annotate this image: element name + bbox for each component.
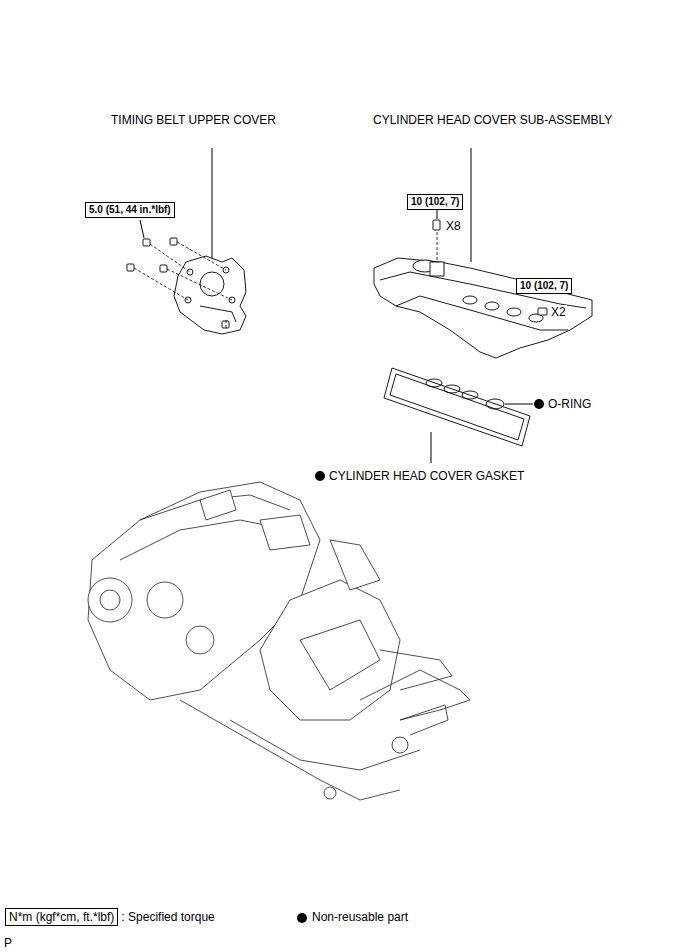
bracket (200, 490, 236, 520)
gasket-outline (384, 368, 530, 446)
bolt (127, 264, 134, 271)
pulley (88, 578, 132, 622)
shift-linkage (380, 650, 452, 690)
bolt (170, 238, 177, 245)
plug-well (507, 308, 521, 316)
o-ring (426, 379, 442, 387)
bracket (330, 540, 380, 590)
transmission (260, 580, 400, 720)
cylinder-head-cover (374, 220, 592, 358)
tie-rod (400, 705, 448, 735)
leader-line (437, 210, 438, 219)
engine-assembly (88, 482, 470, 800)
cover-bolts (127, 238, 229, 328)
leader-line (471, 148, 472, 262)
timing-belt-cover (174, 256, 246, 334)
quantity-label: X8 (445, 219, 462, 233)
legend-text: Non-reusable part (311, 910, 409, 924)
part-name: CYLINDER HEAD COVER GASKET (328, 469, 525, 483)
cover-outline (174, 256, 246, 334)
pulley (100, 590, 120, 610)
torque-value: 10 (102, 7) (411, 196, 459, 208)
ball-joint (392, 737, 408, 753)
dashed-line (167, 269, 232, 300)
cylinder-head-cover-gasket (384, 368, 530, 446)
legend-torque-box: N*m (kgf*cm, ft.*lbf) (5, 908, 118, 926)
bolt-hole (187, 269, 193, 275)
pulley (186, 626, 214, 654)
cover-rib (200, 306, 236, 322)
dashed-line (177, 242, 226, 270)
torque-value: 5.0 (51, 44 in.*lbf) (89, 204, 171, 216)
transmission-case (300, 620, 380, 690)
part-name: TIMING BELT UPPER COVER (110, 113, 277, 127)
ball-joint (324, 787, 336, 799)
non-reusable-dot (315, 471, 325, 481)
manifold (260, 515, 310, 550)
o-ring (462, 391, 478, 399)
plug-well (463, 296, 477, 304)
torque-value: 10 (102, 7) (520, 280, 568, 292)
pulley (147, 582, 183, 618)
dashed-line (226, 320, 227, 330)
dashed-line (134, 268, 188, 300)
non-reusable-dot (534, 399, 544, 409)
suspension-member (180, 700, 400, 800)
torque-box: 5.0 (51, 44 in.*lbf) (85, 202, 175, 218)
suspension-member (230, 720, 420, 770)
page-mark: P (3, 936, 13, 950)
leader-line (505, 404, 533, 405)
legend-text: : Specified torque (120, 910, 215, 924)
cover-boss (430, 262, 444, 276)
leader-line (212, 148, 213, 262)
suspension-member (360, 670, 470, 720)
bolt (222, 321, 229, 328)
legend-dot (297, 913, 307, 923)
bolt (143, 239, 150, 246)
torque-box: 10 (102, 7) (516, 278, 572, 294)
cover-edge (396, 296, 568, 330)
bolt (433, 220, 440, 230)
quantity-label: X2 (550, 305, 567, 319)
cover-edge (380, 272, 586, 308)
leader-line (431, 432, 432, 463)
part-name: CYLINDER HEAD COVER SUB-ASSEMBLY (372, 113, 613, 127)
bolt (160, 265, 167, 272)
dashed-line (150, 244, 190, 272)
torque-value: N*m (kgf*cm, ft.*lbf) (9, 910, 114, 924)
cover-boss (200, 272, 224, 296)
o-ring (486, 399, 504, 409)
leader-line (140, 220, 144, 238)
plug-well (485, 302, 499, 310)
torque-box: 10 (102, 7) (407, 194, 463, 210)
cover-outline (374, 258, 592, 358)
part-name: O-RING (547, 397, 592, 411)
gasket-inner (390, 374, 524, 440)
o-ring (444, 385, 460, 393)
bolt (538, 308, 547, 315)
